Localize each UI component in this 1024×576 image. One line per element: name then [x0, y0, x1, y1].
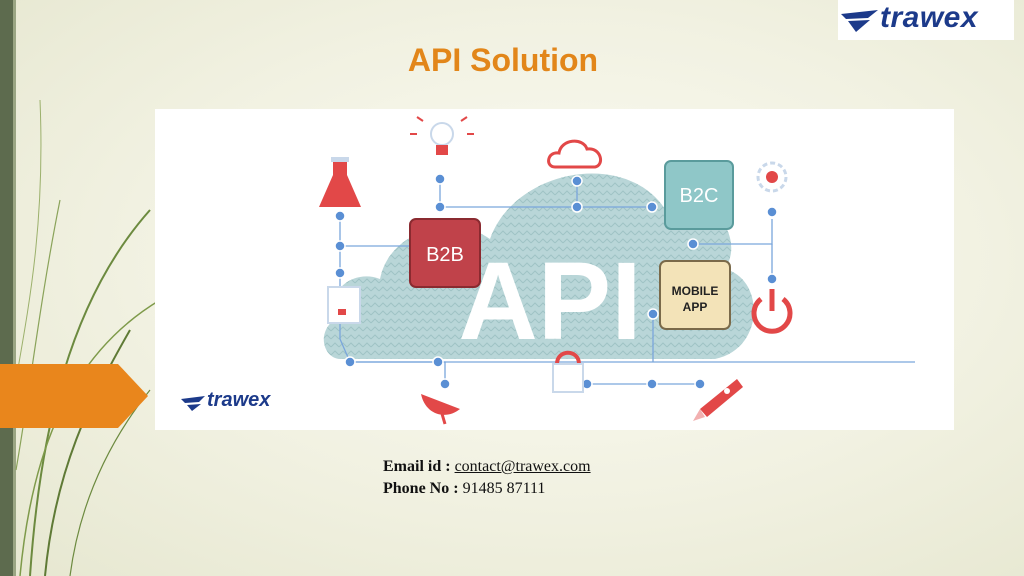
lightbulb-icon: [410, 116, 474, 155]
api-label: API: [458, 240, 641, 363]
b2b-box: B2B: [409, 218, 481, 288]
email-label: Email id :: [383, 458, 455, 475]
node: [647, 308, 659, 320]
contact-info: Email id : contact@trawex.com Phone No :…: [383, 456, 591, 500]
power-icon: [751, 289, 793, 334]
node: [434, 173, 446, 185]
connection-lines: [339, 179, 915, 385]
node: [344, 356, 356, 368]
node: [646, 201, 658, 213]
flask-icon: [319, 157, 361, 207]
email-row: Email id : contact@trawex.com: [383, 456, 591, 478]
node: [439, 378, 451, 390]
node: [432, 356, 444, 368]
api-diagram-image: API B2B B2C MOBILE APP: [155, 109, 954, 430]
node: [334, 267, 346, 279]
connection-nodes: [334, 173, 778, 390]
logo-wing-icon: [841, 10, 878, 32]
phone-value: 91485 87111: [462, 480, 546, 497]
node: [694, 378, 706, 390]
cloud-icon: [547, 139, 603, 169]
grass-decoration: [15, 99, 161, 576]
satellite-dish-icon: [421, 394, 460, 425]
brand-logo: trawex: [838, 0, 1014, 40]
b2b-label: B2B: [426, 244, 464, 266]
phone-label: Phone No :: [383, 480, 463, 497]
rocket-icon: [693, 379, 743, 421]
api-cloud: [323, 173, 754, 359]
lock-icon: [552, 350, 584, 393]
diagram-logo-text: trawex: [207, 389, 271, 411]
node: [571, 201, 583, 213]
mobile-label-line2: APP: [683, 300, 708, 314]
node: [646, 378, 658, 390]
node: [766, 273, 778, 285]
node: [687, 238, 699, 250]
node: [571, 175, 583, 187]
node: [434, 201, 446, 213]
left-accent-bar: [0, 0, 13, 576]
api-diagram: API B2B B2C MOBILE APP: [181, 116, 915, 425]
diagram-brand-logo: trawex: [181, 389, 271, 411]
mobile-label-line1: MOBILE: [672, 284, 719, 298]
b2c-label: B2C: [680, 185, 719, 207]
slide-title: API Solution: [407, 42, 599, 78]
node: [334, 240, 346, 252]
node: [766, 206, 778, 218]
node: [334, 210, 346, 222]
accent-arrow-tab: [0, 364, 148, 428]
b2c-box: B2C: [664, 160, 734, 230]
email-link[interactable]: contact@trawex.com: [454, 458, 591, 475]
left-accent-bar-highlight: [13, 0, 16, 576]
logo-text: trawex: [880, 1, 979, 34]
mobile-app-box: MOBILE APP: [659, 260, 731, 330]
document-icon: [327, 286, 361, 324]
gear-target-icon: [756, 161, 788, 193]
phone-row: Phone No : 91485 87111: [383, 478, 591, 500]
